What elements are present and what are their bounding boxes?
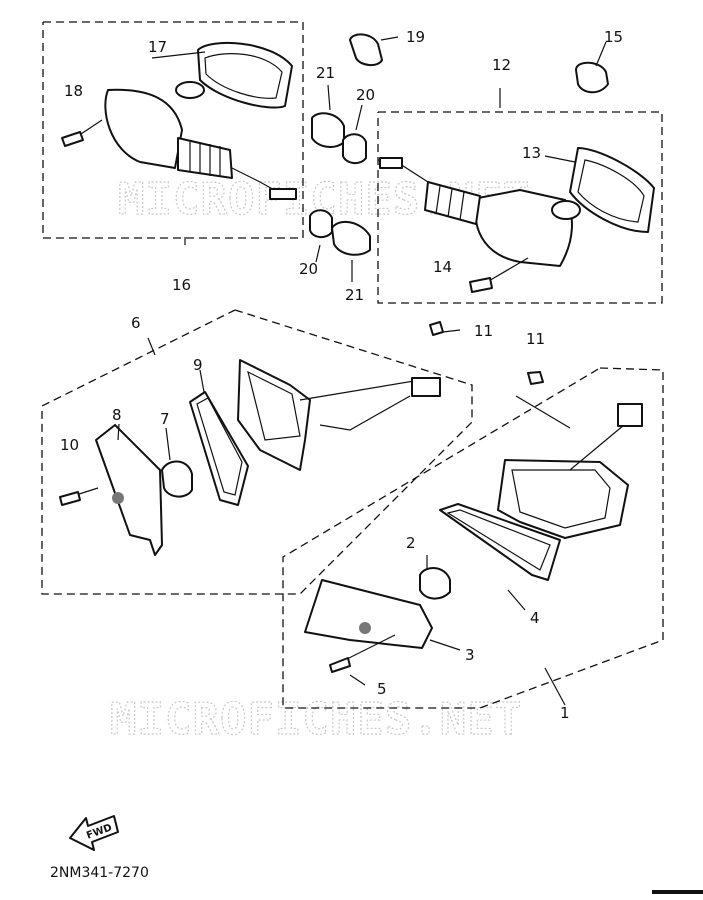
callout-20-bottom: 20 (299, 260, 318, 278)
corner-mark (652, 890, 703, 894)
callout-14: 14 (433, 258, 452, 276)
bulb-15 (575, 61, 609, 94)
callout-3: 3 (465, 646, 475, 664)
callout-17: 17 (148, 38, 167, 56)
nut-20-top (342, 133, 367, 164)
callout-16: 16 (172, 276, 191, 294)
callout-10: 10 (60, 436, 79, 454)
callout-11-left: 11 (474, 322, 493, 340)
drawing-code: 2NM341-7270 (50, 865, 149, 881)
callout-19: 19 (406, 28, 425, 46)
callout-8: 8 (112, 406, 122, 424)
callout-7: 7 (160, 410, 170, 428)
callout-2: 2 (406, 534, 416, 552)
callout-11-right: 11 (526, 330, 545, 348)
callout-13: 13 (522, 144, 541, 162)
callout-9: 9 (193, 356, 203, 374)
callout-21-top: 21 (316, 64, 335, 82)
rear-left-flasher-group (41, 309, 473, 595)
callout-6: 6 (131, 314, 141, 332)
callout-18: 18 (64, 82, 83, 100)
callout-20-top: 20 (356, 86, 375, 104)
grommet-21-top (311, 112, 345, 148)
bulb-19 (349, 33, 383, 66)
loose-parts (309, 33, 609, 282)
forward-arrow-icon: FWD (69, 815, 119, 851)
callout-1: 1 (560, 704, 570, 722)
callout-4: 4 (530, 609, 540, 627)
grommet-21-bottom (331, 220, 371, 256)
watermark-bottom: MICROFICHES.NET (110, 694, 522, 745)
callout-15: 15 (604, 28, 623, 46)
nut-20-bottom (309, 209, 333, 238)
rear-right-flasher-group (282, 367, 664, 709)
callout-5: 5 (377, 680, 387, 698)
callout-12: 12 (492, 56, 511, 74)
callout-21-bottom: 21 (345, 286, 364, 304)
callout-labels: 1 2 3 4 5 6 7 8 9 10 11 11 12 13 14 15 1… (60, 28, 623, 722)
front-right-flasher-group (377, 88, 663, 304)
front-left-flasher-group (42, 21, 304, 245)
